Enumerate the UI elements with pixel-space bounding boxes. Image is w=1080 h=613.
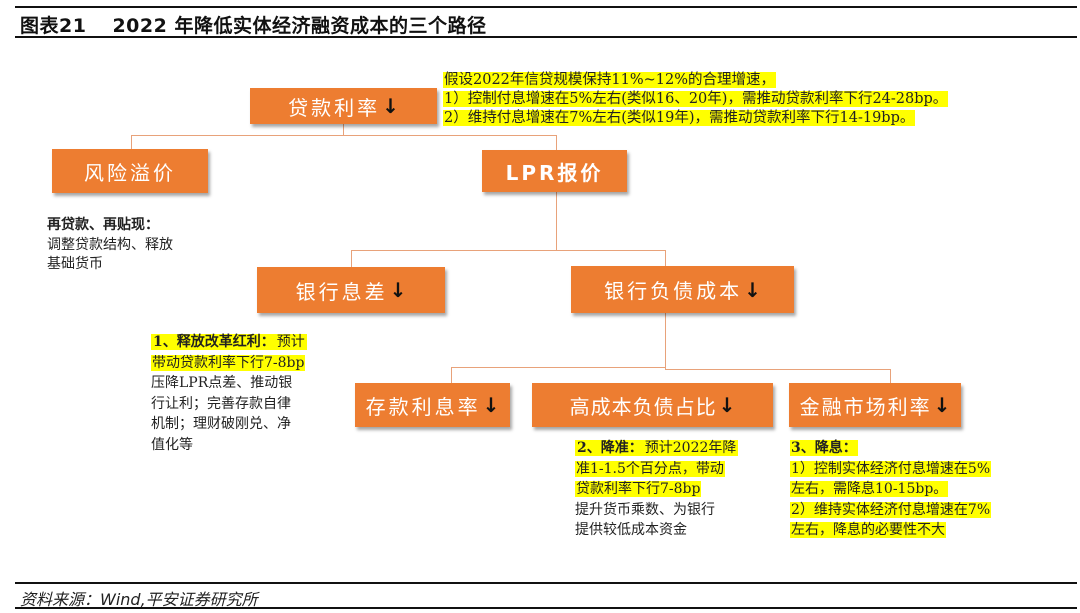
note-bank-margin: 1、释放改革红利：预计 带动贷款利率下行7-8bp 压降LPR点差、推动银 行让… bbox=[151, 332, 307, 455]
note-line: 调整贷款结构、释放 bbox=[47, 236, 173, 253]
node-risk-premium: 风险溢价 bbox=[52, 149, 208, 193]
note-heading: 再贷款、再贴现： bbox=[47, 217, 159, 233]
note-line: 行让利；完善存款自律 bbox=[151, 395, 291, 412]
connector-to-risk-premium bbox=[131, 135, 132, 149]
note-highlight-line: 2）维持实体经济付息增速在7% bbox=[790, 501, 992, 518]
node-label: LPR报价 bbox=[505, 160, 604, 185]
note-line: 2）维持付息增速在7%左右(类似19年)，需推动贷款利率下行14-19bp。 bbox=[443, 110, 916, 126]
connector-to-deposit-rate bbox=[451, 367, 452, 383]
note-highlight-line: 左右，降息的必要性不大 bbox=[790, 522, 946, 538]
node-deposit-rate: 存款利息率↓ bbox=[355, 383, 510, 427]
connector-loan-rate-down bbox=[343, 124, 344, 135]
note-line: 机制；理财破刚兑、净 bbox=[151, 416, 291, 432]
title-bottom-rule bbox=[15, 36, 1077, 38]
note-risk-premium: 再贷款、再贴现： 调整贷款结构、释放 基础货币 bbox=[47, 216, 173, 275]
note-heading: 1、释放改革红利： bbox=[153, 334, 275, 350]
figure-title-text: 2022 年降低实体经济融资成本的三个路径 bbox=[112, 15, 487, 37]
node-bank-margin: 银行息差↓ bbox=[257, 267, 445, 313]
note-line: 提升货币乘数、为银行 bbox=[575, 501, 715, 518]
connector-level3-left-horizontal bbox=[451, 367, 666, 368]
source-bottom-rule bbox=[15, 607, 1077, 609]
connector-level2-horizontal bbox=[351, 250, 666, 251]
source-top-rule bbox=[15, 582, 1077, 584]
node-bank-liability-cost: 银行负债成本↓ bbox=[571, 266, 794, 313]
source-note: 资料来源：Wind,平安证券研究所 bbox=[20, 590, 258, 609]
node-lpr-quote: LPR报价 bbox=[482, 150, 627, 192]
down-arrow-icon: ↓ bbox=[482, 393, 500, 417]
down-arrow-icon: ↓ bbox=[389, 278, 407, 302]
node-financial-market-rate: 金融市场利率↓ bbox=[789, 383, 961, 427]
note-line: 1）控制付息增速在5%左右(类似16、20年)，需推动贷款利率下行24-28bp… bbox=[443, 91, 949, 107]
title-top-rule bbox=[15, 6, 1077, 8]
connector-liability-down bbox=[665, 313, 666, 369]
note-line: 值化等 bbox=[151, 436, 193, 453]
node-loan-rate: 贷款利率↓ bbox=[250, 88, 437, 124]
node-high-cost-liability-share: 高成本负债占比↓ bbox=[532, 383, 773, 427]
note-loan-rate-assumption: 假设2022年信贷规模保持11%~12%的合理增速， 1）控制付息增速在5%左右… bbox=[443, 71, 949, 128]
note-highlight-line: 带动贷款利率下行7-8bp bbox=[151, 354, 306, 371]
note-highlight-line: 左右，需降息10-15bp。 bbox=[790, 481, 949, 497]
connector-to-bank-margin bbox=[351, 250, 352, 267]
node-label: 银行负债成本 bbox=[604, 279, 743, 303]
node-label: 高成本负债占比 bbox=[569, 394, 717, 419]
note-highlight-line: 准1-1.5个百分点，带动 bbox=[575, 460, 725, 477]
note-line: 基础货币 bbox=[47, 256, 103, 272]
note-line: 压降LPR点差、推动银 bbox=[151, 375, 293, 391]
note-heading: 3、降息： bbox=[790, 440, 858, 456]
note-heading-rest: 预计 bbox=[276, 334, 305, 350]
node-label: 金融市场利率 bbox=[799, 394, 932, 419]
figure-number: 图表21 bbox=[20, 15, 87, 37]
note-highlight-line: 贷款利率下行7-8bp bbox=[575, 481, 702, 497]
down-arrow-icon: ↓ bbox=[744, 277, 761, 302]
node-label: 存款利息率 bbox=[365, 394, 481, 419]
connector-lpr-down bbox=[556, 192, 557, 250]
note-heading: 2、降准： bbox=[577, 440, 643, 456]
node-label: 银行息差 bbox=[295, 279, 388, 304]
down-arrow-icon: ↓ bbox=[382, 94, 399, 118]
note-highlight-line: 1）控制实体经济付息增速在5% bbox=[790, 460, 992, 477]
node-label: 风险溢价 bbox=[84, 160, 176, 185]
note-rrr-cut: 2、降准：预计2022年降 准1-1.5个百分点，带动 贷款利率下行7-8bp … bbox=[575, 438, 739, 541]
node-label: 贷款利率 bbox=[288, 95, 381, 120]
connector-to-financial-market-rate bbox=[890, 369, 891, 383]
note-heading-rest: 预计2022年降 bbox=[644, 440, 737, 456]
connector-to-bank-liability-cost bbox=[665, 250, 666, 266]
figure-title: 图表21 2022 年降低实体经济融资成本的三个路径 bbox=[20, 11, 486, 38]
connector-to-lpr bbox=[556, 135, 557, 150]
connector-level3-right-horizontal bbox=[665, 369, 891, 370]
connector-level1-horizontal bbox=[131, 135, 557, 136]
down-arrow-icon: ↓ bbox=[933, 393, 951, 417]
note-rate-cut: 3、降息： 1）控制实体经济付息增速在5% 左右，需降息10-15bp。 2）维… bbox=[790, 438, 992, 541]
note-line: 提供较低成本资金 bbox=[575, 522, 687, 538]
note-line: 假设2022年信贷规模保持11%~12%的合理增速， bbox=[443, 72, 777, 88]
down-arrow-icon: ↓ bbox=[718, 393, 736, 417]
